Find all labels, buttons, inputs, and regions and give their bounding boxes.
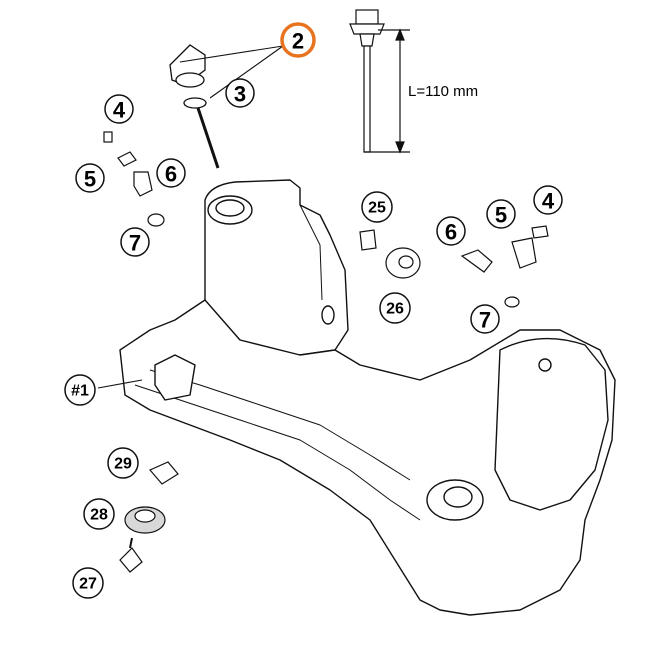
svg-text:26: 26 (386, 301, 404, 318)
callout-3: 3 (225, 78, 255, 108)
svg-text:29: 29 (114, 456, 132, 473)
bottom-left-parts (119, 461, 179, 573)
svg-text:6: 6 (165, 162, 177, 187)
svg-text:2: 2 (292, 29, 304, 54)
svg-text:5: 5 (84, 167, 96, 192)
callout-28: 28 (83, 498, 115, 530)
filler-cap-assembly (169, 44, 220, 169)
callout-26: 26 (379, 292, 411, 324)
callouts: 2 3 4 5 6 7 25 26 (64, 22, 563, 599)
svg-text:6: 6 (445, 220, 457, 245)
callout-4-right: 4 (533, 185, 563, 215)
svg-text:4: 4 (113, 98, 126, 123)
fuel-tank (119, 179, 616, 616)
callout-5-left: 5 (75, 163, 105, 193)
svg-text:3: 3 (234, 82, 246, 107)
dipstick-dimension-detail: L=110 mm (349, 9, 478, 154)
callout-7-right: 7 (470, 304, 500, 334)
callout-7-left: 7 (120, 227, 150, 257)
svg-text:#1: #1 (71, 383, 89, 400)
svg-text:4: 4 (542, 189, 555, 214)
callout-29: 29 (107, 447, 139, 479)
left-fittings (103, 131, 165, 227)
leader-lines (97, 45, 284, 389)
right-fittings (359, 225, 549, 308)
svg-text:7: 7 (129, 231, 141, 256)
svg-text:28: 28 (90, 507, 108, 524)
callout-27: 27 (72, 567, 104, 599)
svg-text:27: 27 (79, 576, 97, 593)
callout-4-left: 4 (104, 94, 134, 124)
dimension-label: L=110 mm (408, 83, 478, 100)
callout-6-left: 6 (156, 158, 186, 188)
callout-5-right: 5 (486, 199, 516, 229)
svg-text:5: 5 (495, 203, 507, 228)
callout-2: 2 (280, 22, 316, 58)
svg-text:7: 7 (479, 308, 491, 333)
callout-25: 25 (361, 191, 393, 223)
callout-6-right: 6 (436, 216, 466, 246)
svg-text:25: 25 (368, 200, 386, 217)
callout-1: #1 (64, 374, 96, 406)
